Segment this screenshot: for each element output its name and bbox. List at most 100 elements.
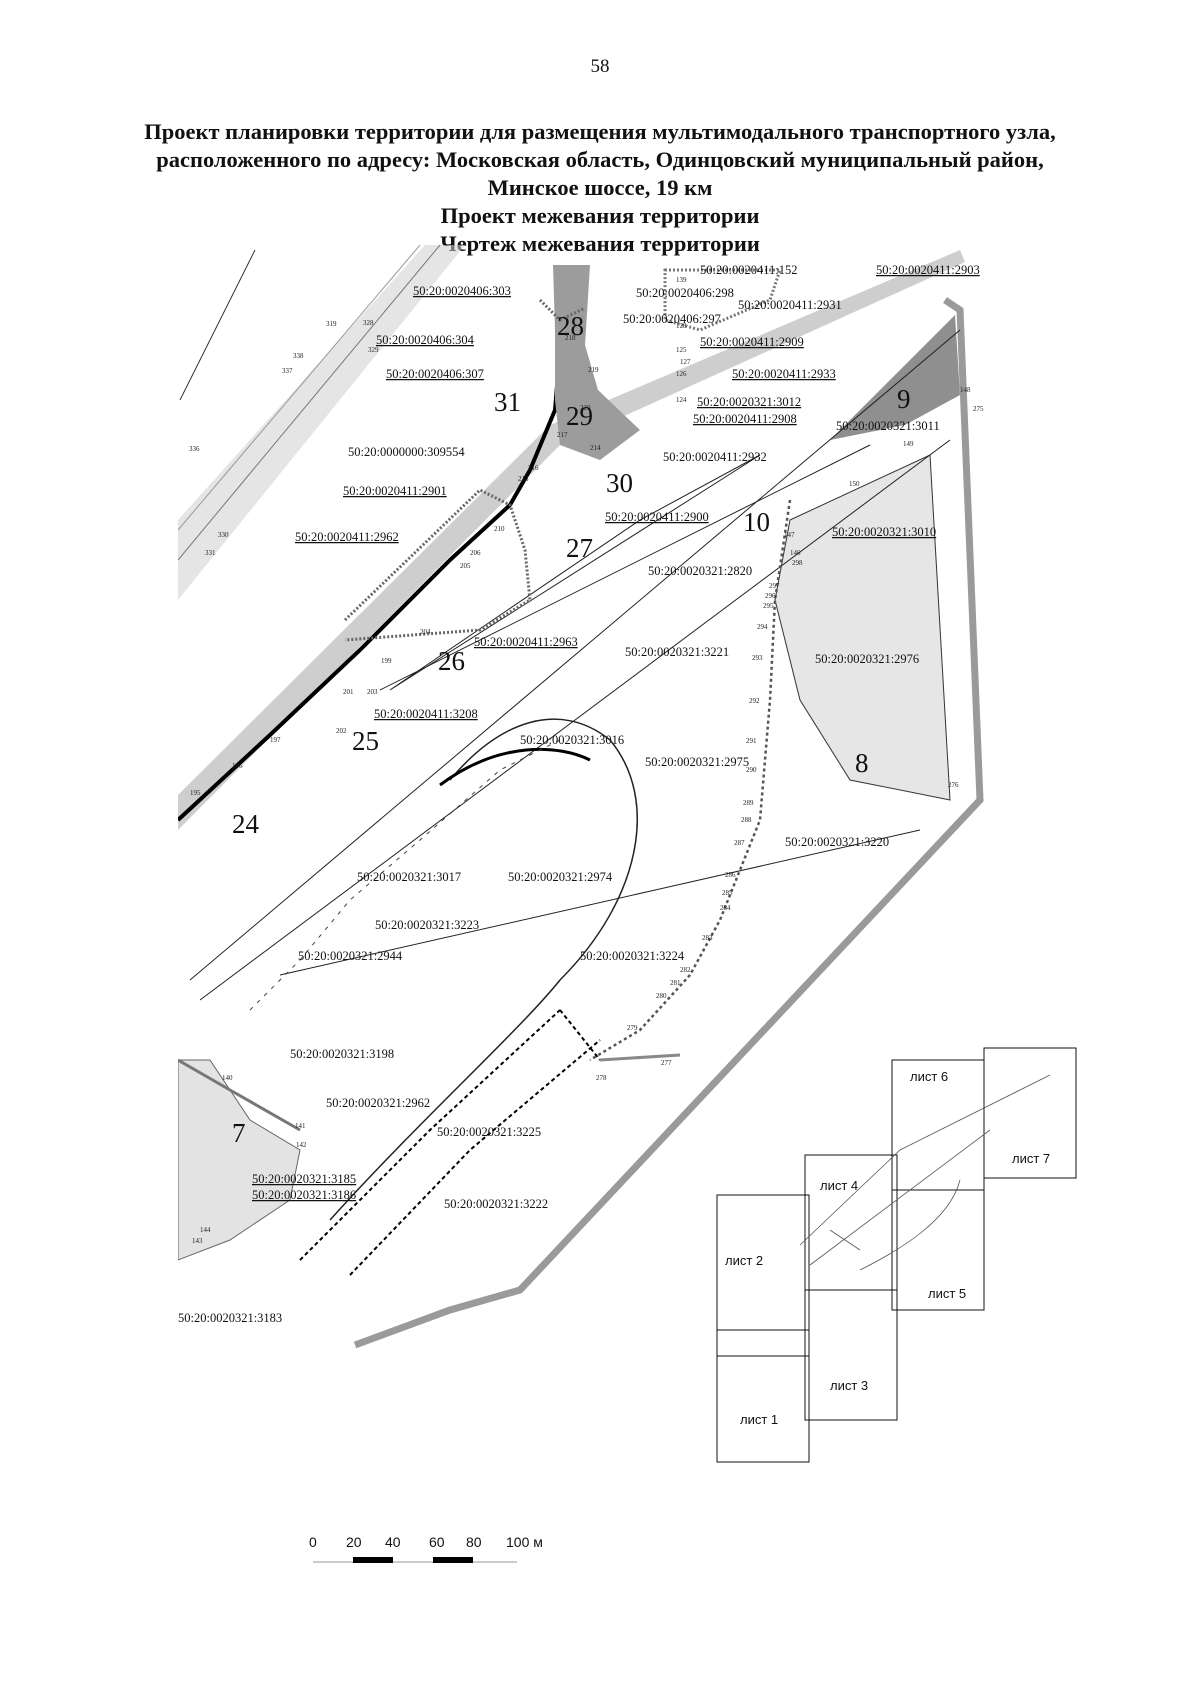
title-line-3: Минское шоссе, 19 км xyxy=(487,175,713,200)
zone-number: 28 xyxy=(557,311,584,341)
parcel-label: 50:20:0020411:2903 xyxy=(876,263,980,277)
zone-numbers: 7 8 9 10 24 25 26 27 28 29 30 31 xyxy=(232,311,911,1148)
zone-number: 25 xyxy=(352,726,379,756)
lower-strip-b xyxy=(349,1039,601,1276)
point-label: 150 xyxy=(849,480,860,488)
point-label: 295 xyxy=(763,602,774,610)
scale-tick-label: 60 xyxy=(429,1534,445,1550)
parcel-label: 50:20:0020411:2908 xyxy=(693,412,797,426)
parcel-label: 50:20:0020411:2931 xyxy=(738,298,842,312)
parcel-label: 50:20:0020321:2974 xyxy=(508,870,613,884)
parcel-label: 50:20:0020321:3223 xyxy=(375,918,479,932)
zone-number: 29 xyxy=(566,401,593,431)
point-label: 276 xyxy=(948,781,959,789)
zone-number: 24 xyxy=(232,809,260,839)
point-label: 204 xyxy=(420,628,431,636)
point-label: 275 xyxy=(973,405,984,413)
parcel-label: 50:20:0020321:3198 xyxy=(290,1047,394,1061)
parcel-label: 50:20:0020321:3186 xyxy=(252,1188,356,1202)
parcel-label: 50:20:0020411:2901 xyxy=(343,484,447,498)
parcel-label: 50:20:0020321:3010 xyxy=(832,525,936,539)
point-label: 290 xyxy=(746,766,757,774)
zone-number: 31 xyxy=(494,387,521,417)
parcel-label: 50:20:0020321:3012 xyxy=(697,395,801,409)
point-label: 205 xyxy=(460,562,471,570)
page-number: 58 xyxy=(590,56,610,77)
point-label: 338 xyxy=(293,352,304,360)
parcel-label: 50:20:0020321:2975 xyxy=(645,755,749,769)
sheet-label: лист 7 xyxy=(1012,1151,1050,1166)
parcel-label: 50:20:0020321:3220 xyxy=(785,835,889,849)
point-label: 141 xyxy=(295,1122,306,1130)
parcel-label: 50:20:0020321:3225 xyxy=(437,1125,541,1139)
sheet-frame-3-4 xyxy=(804,1154,898,1421)
scale-tick-label: 0 xyxy=(309,1534,317,1550)
zone-number: 27 xyxy=(566,533,593,563)
title-line-1: Проект планировки территории для размеще… xyxy=(144,119,1056,144)
parcel-label: 50:20:0020411:2962 xyxy=(295,530,399,544)
point-label: 298 xyxy=(792,559,803,567)
parcel-label: 50:20:0020321:3017 xyxy=(357,870,461,884)
point-label: 148 xyxy=(960,386,971,394)
point-label: 140 xyxy=(222,1074,233,1082)
point-label: 195 xyxy=(190,789,201,797)
parcel-label: 50:20:0020321:2976 xyxy=(815,652,919,666)
lower-strip-a xyxy=(299,1009,561,1261)
parcel-label: 50:20:0020321:3183 xyxy=(178,1311,282,1325)
zone-number: 26 xyxy=(438,646,465,676)
sheet-frame-5-6 xyxy=(891,1059,985,1311)
point-label: 218 xyxy=(565,334,576,342)
point-label: 219 xyxy=(588,366,599,374)
point-label: 216 xyxy=(528,464,539,472)
parcel-label: 50:20:0020406:304 xyxy=(376,333,475,347)
sheet-label: лист 1 xyxy=(740,1412,778,1427)
point-label: 147 xyxy=(784,531,795,539)
point-label: 287 xyxy=(734,839,745,847)
point-label: 210 xyxy=(494,525,505,533)
parcel-label: 50:20:0020406:303 xyxy=(413,284,511,298)
point-label: 277 xyxy=(661,1059,672,1067)
point-label: 214 xyxy=(590,444,601,452)
zone-number: 8 xyxy=(855,748,869,778)
zone-number: 9 xyxy=(897,384,911,414)
scale-tick-label: 40 xyxy=(385,1534,401,1550)
point-label: 337 xyxy=(282,367,293,375)
point-label: 286 xyxy=(725,871,736,879)
point-label: 197 xyxy=(270,736,281,744)
loop-road-inner xyxy=(439,747,591,787)
point-label: 294 xyxy=(757,623,768,631)
point-label: 217 xyxy=(557,431,568,439)
point-label: 281 xyxy=(670,979,681,987)
zone-number: 10 xyxy=(743,507,770,537)
point-label: 126 xyxy=(676,370,687,378)
point-label: 297 xyxy=(769,582,780,590)
point-label: 127 xyxy=(680,358,691,366)
point-numbers: 139 128 125 127 126 124 218 219 220 217 … xyxy=(189,276,984,1245)
sheet-label: лист 5 xyxy=(928,1286,966,1301)
scale-bar: 0 20 40 60 80 100 м xyxy=(309,1534,543,1563)
highway-band xyxy=(178,245,465,600)
point-label: 279 xyxy=(627,1024,638,1032)
point-label: 291 xyxy=(746,737,757,745)
parcel-label: 50:20:0020411:2932 xyxy=(663,450,767,464)
zone-9-area xyxy=(830,315,960,440)
parcel-label: 50:20:0020406:307 xyxy=(386,367,484,381)
sheet-label: лист 4 xyxy=(820,1178,858,1193)
parcel-label: 50:20:0020321:3221 xyxy=(625,645,729,659)
point-label: 196 xyxy=(232,762,243,770)
scale-segment xyxy=(433,1557,473,1563)
point-label: 202 xyxy=(336,727,347,735)
point-label: 213 xyxy=(518,475,529,483)
document-title: Проект планировки территории для размеще… xyxy=(100,118,1100,258)
point-label: 199 xyxy=(381,657,392,665)
outer-boundary xyxy=(353,297,984,1349)
point-label: 293 xyxy=(752,654,763,662)
point-label: 206 xyxy=(470,549,481,557)
zone-number: 7 xyxy=(232,1118,246,1148)
parcel-label: 50:20:0020321:2820 xyxy=(648,564,752,578)
sheet-label: лист 3 xyxy=(830,1378,868,1393)
point-label: 282 xyxy=(680,966,691,974)
map-drawing xyxy=(178,245,984,1349)
point-label: 319 xyxy=(326,320,337,328)
